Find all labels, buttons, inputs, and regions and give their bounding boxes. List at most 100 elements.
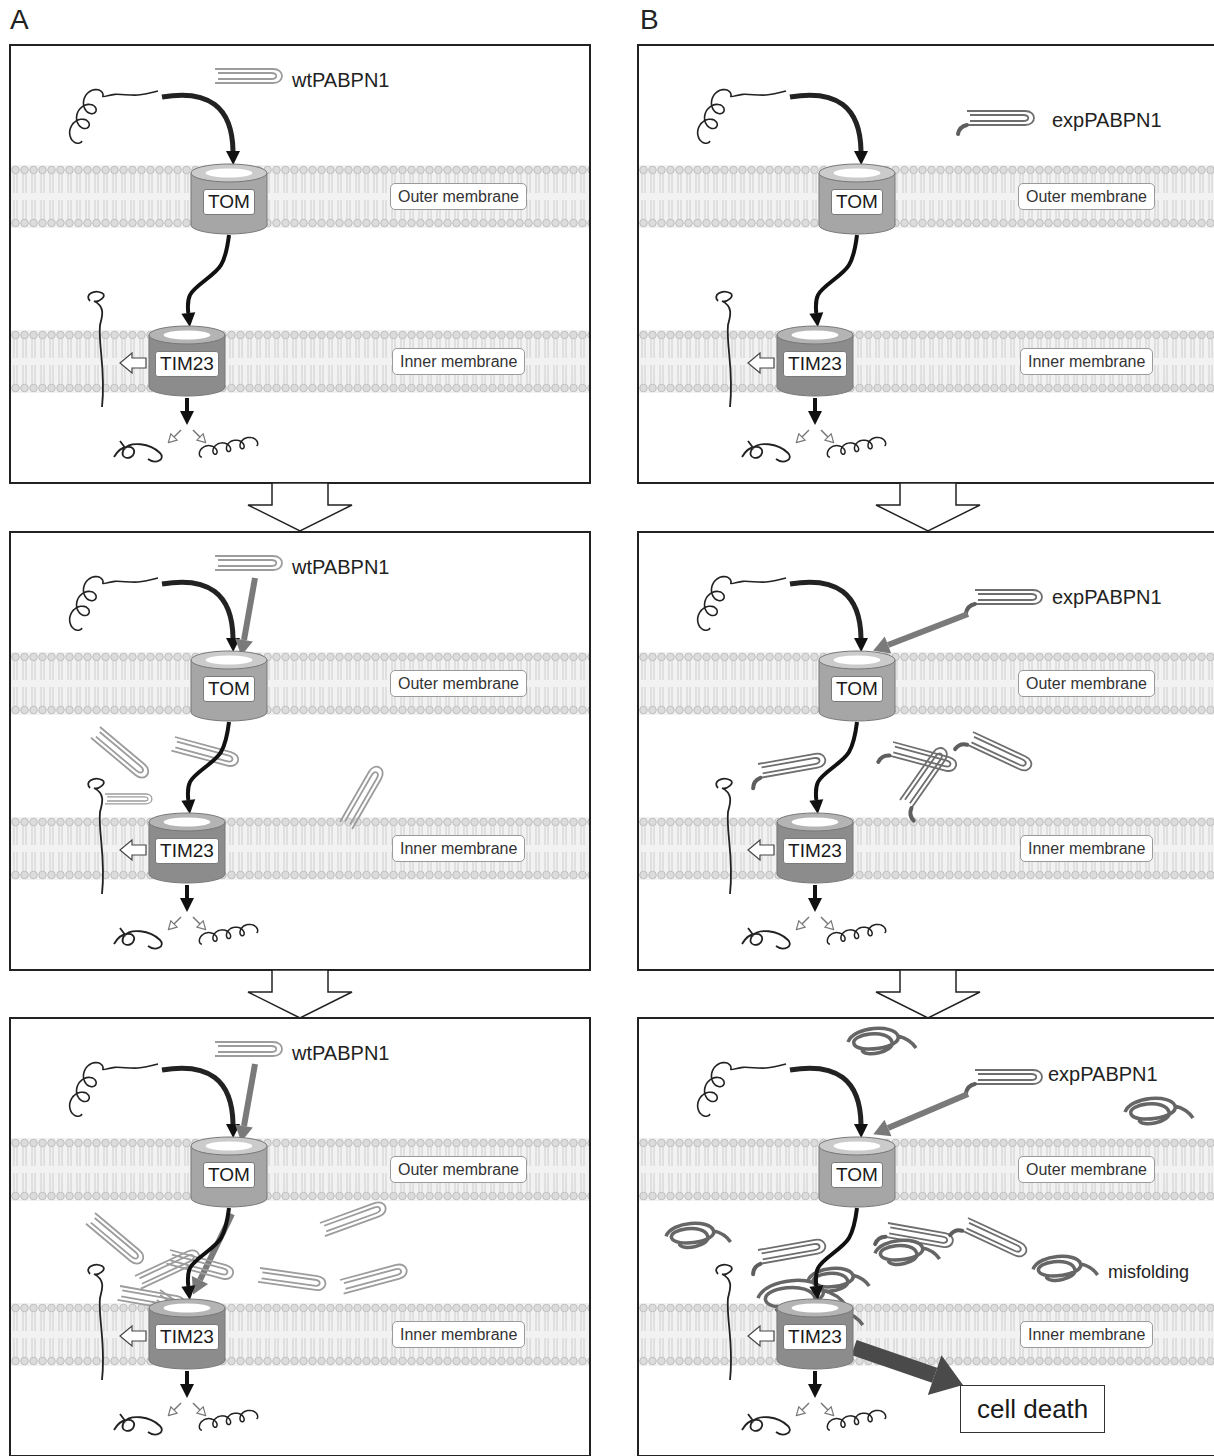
- cylinder-pore: [206, 169, 253, 178]
- protein-label: wtPABPN1: [292, 1042, 389, 1065]
- node-text: Outer membrane: [1026, 1160, 1147, 1179]
- membrane-tag: Inner membrane: [392, 1321, 525, 1348]
- matrix-protein: [114, 441, 162, 461]
- membrane-tag: Outer membrane: [390, 183, 527, 210]
- lateral-release-arrow: [748, 353, 774, 373]
- sorted-polypeptide: [716, 779, 732, 894]
- cylinder-pore: [164, 331, 211, 340]
- precursor-protein: [698, 577, 786, 631]
- panel: [10, 1018, 590, 1456]
- precursor-protein: [698, 90, 786, 144]
- sorting-arrow: [174, 917, 181, 924]
- matrix-protein: [114, 928, 162, 948]
- sorted-polypeptide: [88, 1265, 104, 1380]
- membrane-tag: Inner membrane: [1020, 1321, 1153, 1348]
- translocase-cylinder: TIM23: [776, 325, 854, 397]
- pabpn1-outline: [86, 1213, 146, 1267]
- polyalanine-tail: [966, 1084, 975, 1093]
- membrane-band: [11, 817, 589, 880]
- node-text: Outer membrane: [398, 187, 519, 206]
- pabpn1-molecule: [340, 1263, 408, 1294]
- sorting-arrow: [802, 1403, 809, 1410]
- cylinder-top: [777, 326, 853, 344]
- node-text: TIM23: [783, 1324, 847, 1350]
- pabpn1-molecule: [950, 1214, 1029, 1267]
- precursor-protein: [70, 577, 158, 631]
- polyalanine-tail: [878, 753, 889, 764]
- panel-frame: [10, 1018, 590, 1456]
- arrow-connector: [188, 1208, 229, 1286]
- panel: [10, 45, 590, 483]
- cylinder-top: [191, 651, 267, 669]
- pabpn1-outline: [320, 1200, 388, 1236]
- polyalanine-tail: [966, 604, 975, 613]
- node-text: Inner membrane: [1028, 839, 1145, 858]
- cylinder-pore: [206, 656, 253, 665]
- node-text: TOM: [203, 189, 255, 215]
- translocase-cylinder: TOM: [190, 163, 268, 235]
- polyalanine-tail: [752, 1264, 762, 1274]
- pabpn1-molecule: [320, 1200, 388, 1236]
- pabpn1-outline: [340, 1263, 408, 1294]
- node-text: TOM: [831, 676, 883, 702]
- pabpn1-outline: [758, 752, 826, 777]
- cylinder-pore: [164, 1304, 211, 1313]
- cylinder-top: [777, 813, 853, 831]
- lipid-bilayer: [639, 1303, 1214, 1366]
- sorting-arrow: [821, 917, 828, 924]
- cylinder-pore: [206, 1142, 253, 1151]
- cylinder-top: [149, 1299, 225, 1317]
- sorting-arrow: [174, 430, 181, 437]
- pabpn1-outline: [900, 745, 950, 808]
- membrane-tag: Inner membrane: [1020, 835, 1153, 862]
- pabpn1-molecule: [958, 111, 1034, 134]
- matrix-arrow: [185, 1371, 189, 1384]
- panel-frame: [10, 532, 590, 970]
- lateral-release-arrow: [748, 840, 774, 860]
- lipid-bilayer: [639, 652, 1214, 715]
- cylinder-pore: [834, 656, 881, 665]
- matrix-helix: [199, 1410, 257, 1430]
- pabpn1-outline: [215, 556, 282, 570]
- node-text: TIM23: [155, 351, 219, 377]
- pabpn1-molecule: [215, 556, 282, 570]
- node-text: TIM23: [155, 838, 219, 864]
- matrix-protein: [742, 441, 790, 461]
- lateral-release-arrow: [120, 840, 146, 860]
- sorted-polypeptide: [88, 779, 104, 894]
- import-arrow: [162, 95, 233, 151]
- pabpn1-outline: [967, 111, 1034, 125]
- pabpn1-molecule: [966, 590, 1042, 613]
- matrix-helix: [827, 924, 885, 944]
- sorted-polypeptide: [88, 292, 104, 407]
- membrane-band: [639, 330, 1214, 393]
- pabpn1-molecule: [895, 745, 957, 820]
- node-text: Outer membrane: [1026, 674, 1147, 693]
- sorted-polypeptide: [716, 292, 732, 407]
- node-text: TOM: [831, 1162, 883, 1188]
- protein-label: expPABPN1: [1048, 1063, 1158, 1086]
- translocase-cylinder: TIM23: [776, 812, 854, 884]
- node-text: Inner membrane: [1028, 1325, 1145, 1344]
- node-text: TIM23: [155, 1324, 219, 1350]
- translocase-cylinder: TIM23: [148, 325, 226, 397]
- precursor-protein: [70, 90, 158, 144]
- protein-label: expPABPN1: [1052, 586, 1162, 609]
- sorted-polypeptide: [716, 1265, 732, 1380]
- membrane-band: [11, 652, 589, 715]
- membrane-tag: Outer membrane: [390, 1156, 527, 1183]
- pabpn1-molecule: [171, 737, 239, 768]
- arrow-connector: [816, 1208, 857, 1286]
- cylinder-pore: [164, 818, 211, 827]
- pabpn1-outline: [975, 590, 1042, 604]
- arrow-connector: [816, 722, 857, 800]
- misfolded-aggregate: [875, 1240, 940, 1264]
- pabpn1-molecule: [215, 69, 282, 83]
- arrow-connector: [188, 722, 229, 800]
- pabpn1-molecule: [955, 728, 1034, 781]
- lipid-bilayer: [11, 1303, 589, 1366]
- panel-frame: [638, 1018, 1214, 1456]
- panel: [638, 45, 1214, 483]
